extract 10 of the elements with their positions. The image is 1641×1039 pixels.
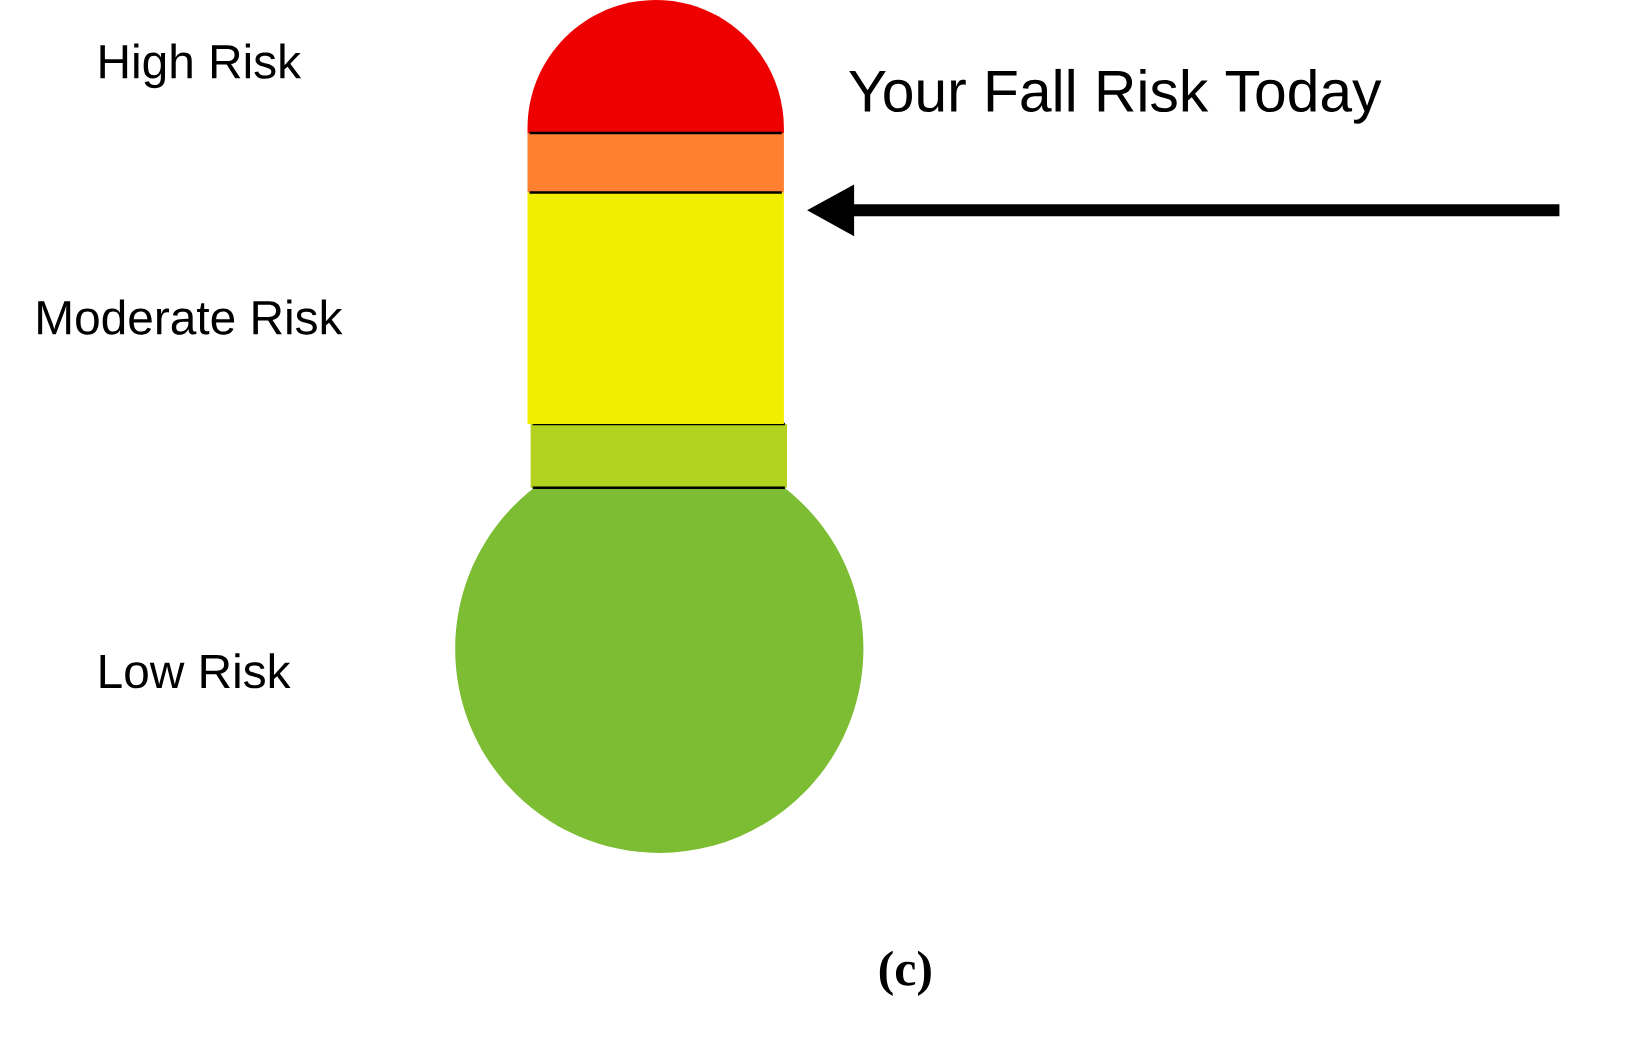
risk-label: Moderate Risk — [38, 299, 343, 335]
thermometer-band — [527, 192, 784, 424]
heading: Your Fall Risk Today — [849, 68, 1382, 124]
risk-label: High Risk — [100, 43, 302, 89]
risk-label: Low Risk — [100, 653, 291, 689]
thermometer-top — [527, 0, 784, 135]
thermometer-band — [527, 132, 784, 194]
caption: (c) — [879, 950, 931, 996]
thermometer-band — [530, 422, 787, 489]
thermometer-bulb — [455, 487, 864, 853]
